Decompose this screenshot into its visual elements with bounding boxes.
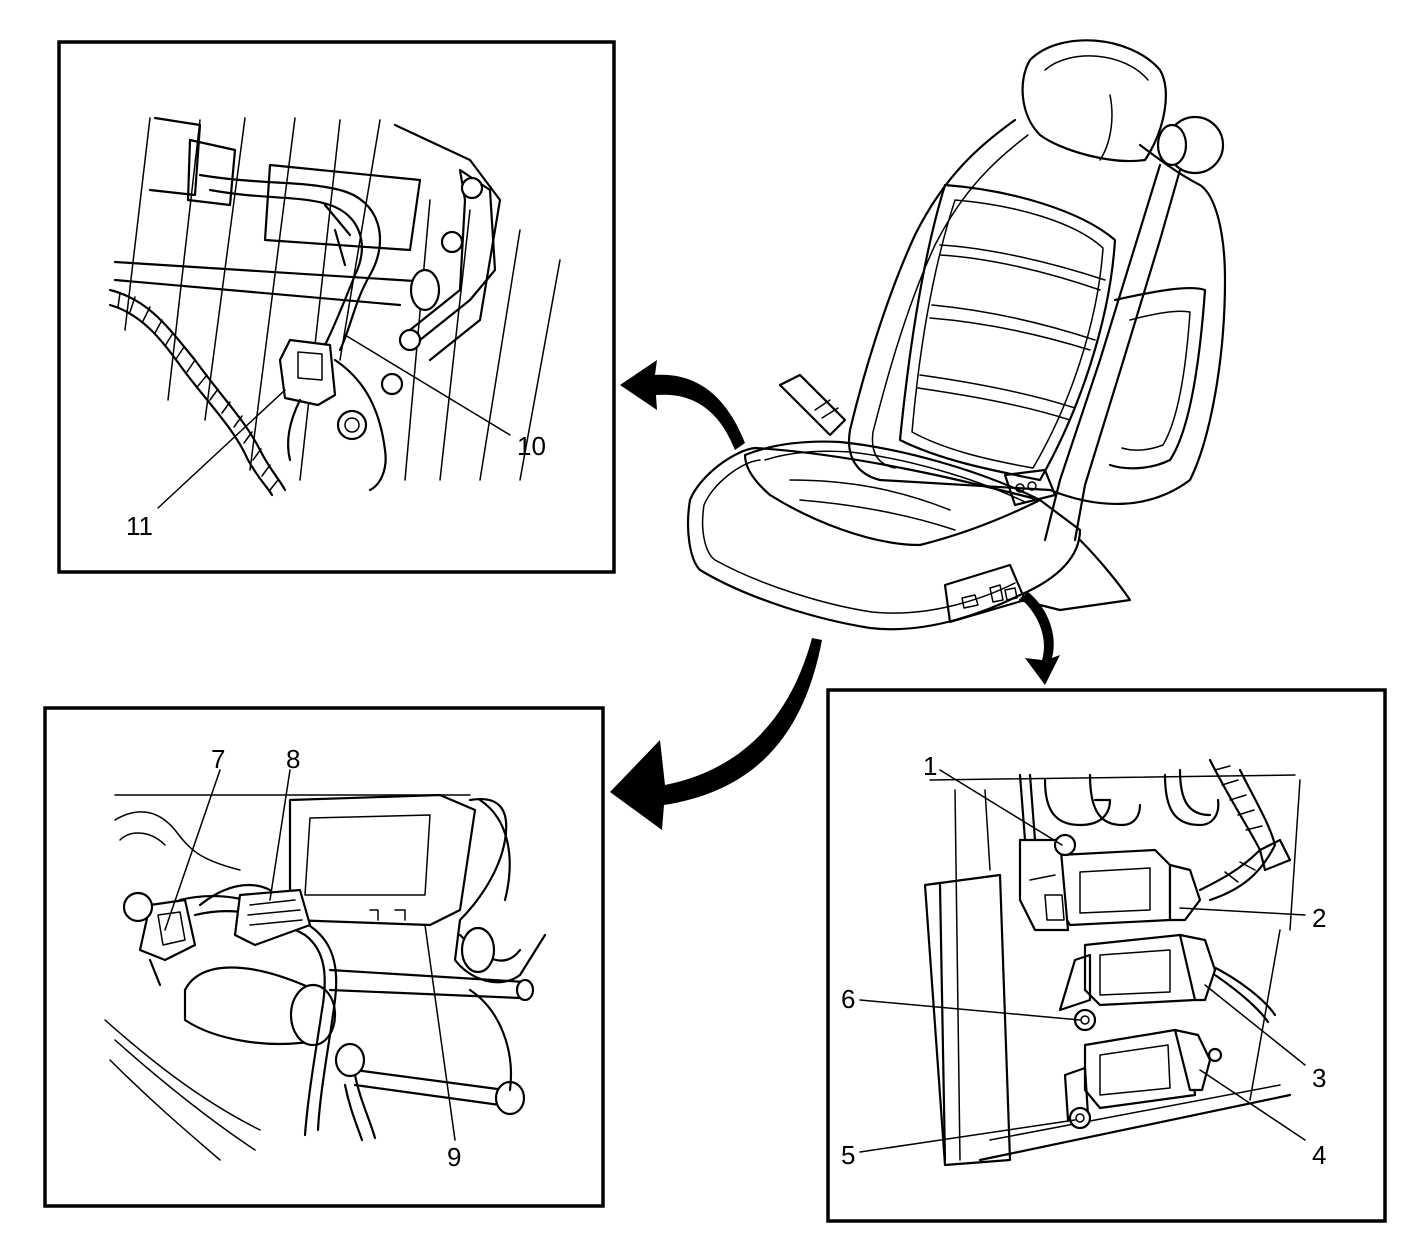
module-body xyxy=(288,793,477,927)
callout-2: 2 xyxy=(1312,903,1326,933)
module-harness-illustration xyxy=(104,793,547,1161)
seatback-insert xyxy=(898,183,1117,482)
callout-3: 3 xyxy=(1312,1063,1326,1093)
leader-line-1 xyxy=(939,769,1063,846)
leader-line-2 xyxy=(1179,907,1306,916)
callout-10: 10 xyxy=(517,431,546,461)
leader-line-8 xyxy=(269,769,291,901)
harness-bracket-illustration xyxy=(108,116,561,497)
leader-line-5 xyxy=(859,1119,1076,1153)
seatback xyxy=(847,118,1227,506)
callout-7: 7 xyxy=(211,744,225,774)
seat-modules-illustration xyxy=(923,758,1301,1167)
recliner-lever xyxy=(778,373,847,437)
panel-frame xyxy=(826,688,1387,1223)
arrow-to-bottom-left-panel xyxy=(610,638,822,830)
leader-line-11 xyxy=(157,389,286,509)
callout-11: 11 xyxy=(126,511,153,541)
arrow-to-bottom-right-panel xyxy=(1020,592,1060,685)
leader-line-10 xyxy=(344,334,511,436)
module-2 xyxy=(1058,848,1172,927)
leader-line-9 xyxy=(424,924,456,1141)
callout-5: 5 xyxy=(841,1140,855,1170)
detail-panel-top-left: 10 11 xyxy=(57,40,616,574)
detail-panel-bottom-left: 7 8 9 xyxy=(43,706,605,1208)
detail-panel-bottom-right: 1 2 3 4 5 6 xyxy=(826,688,1387,1223)
callout-6: 6 xyxy=(841,984,855,1014)
leader-line-3 xyxy=(1204,984,1306,1066)
leader-line-7 xyxy=(164,769,221,931)
headrest xyxy=(1021,39,1167,162)
callout-1: 1 xyxy=(923,751,937,781)
callout-9: 9 xyxy=(447,1142,461,1172)
callout-4: 4 xyxy=(1312,1140,1326,1170)
callout-8: 8 xyxy=(286,744,300,774)
panel-frame xyxy=(57,40,616,574)
panel-frame xyxy=(43,706,605,1208)
connector-8 xyxy=(233,888,312,947)
seat-illustration xyxy=(686,39,1227,631)
seat-switch xyxy=(943,563,1027,624)
leader-line-6 xyxy=(859,999,1081,1021)
leader-line-4 xyxy=(1199,1069,1306,1141)
arrow-to-top-left-panel xyxy=(620,360,745,450)
